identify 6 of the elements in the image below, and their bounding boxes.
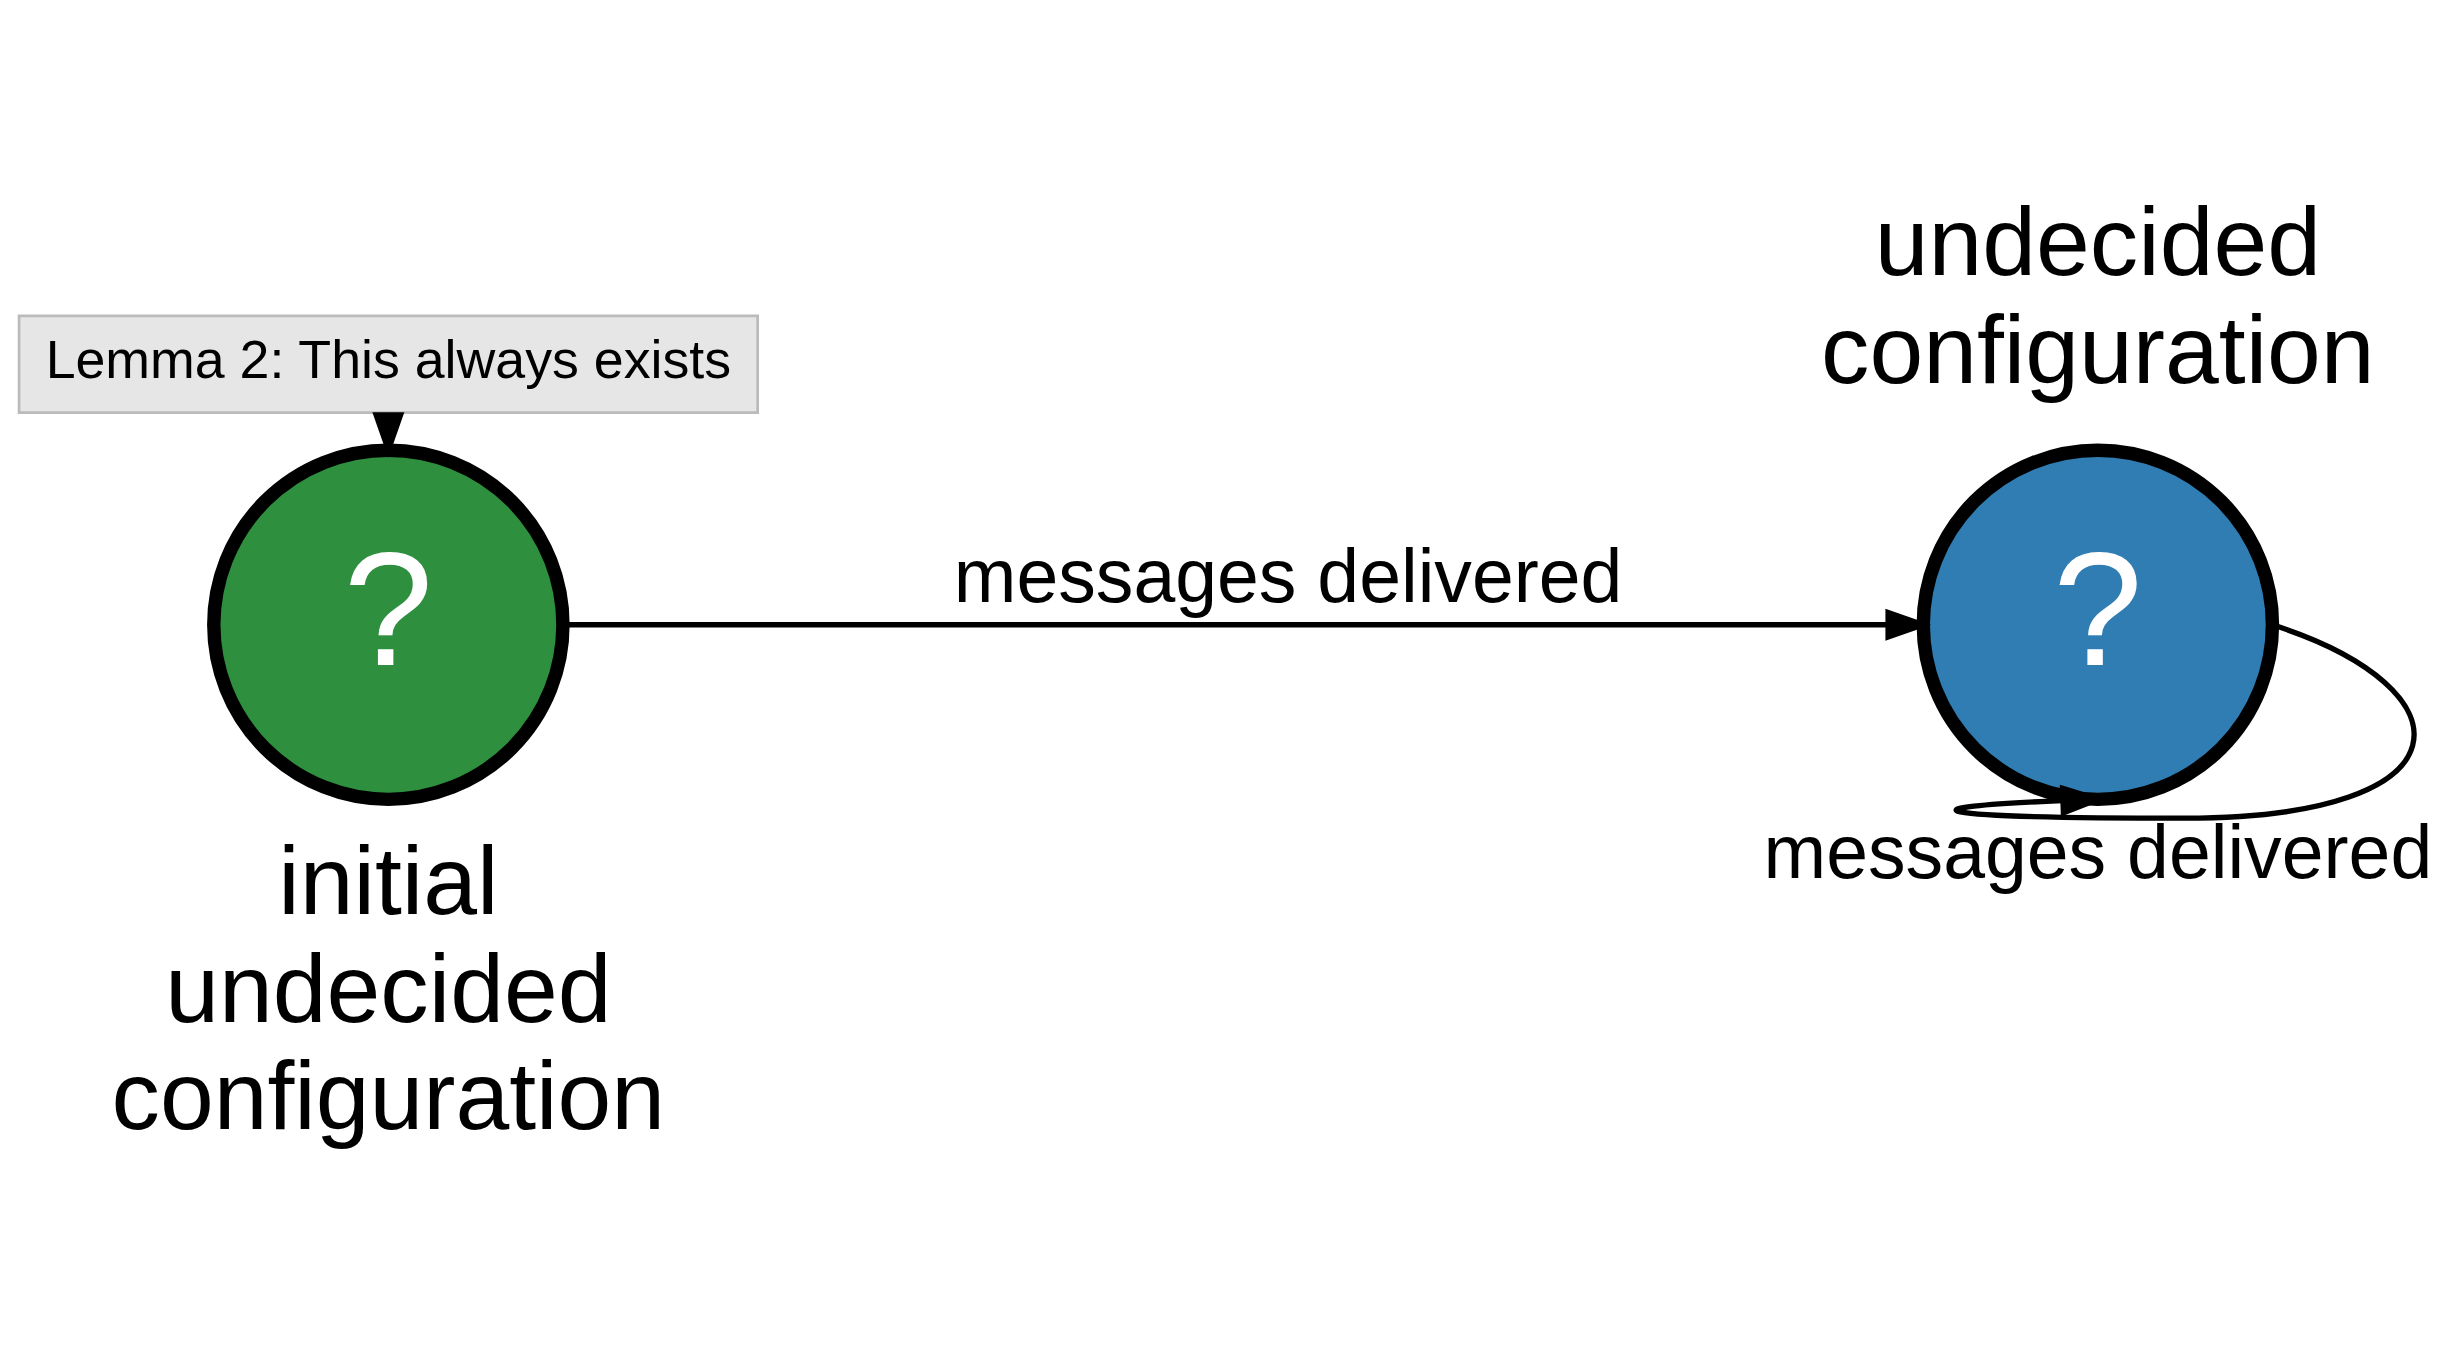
node-circle: ?: [1916, 443, 2280, 806]
node-label: undecided configuration: [1821, 186, 2375, 403]
node-label: initial undecided configuration: [111, 825, 666, 1149]
node-circle: ?: [207, 443, 570, 806]
edge-label: messages delivered: [1763, 809, 2433, 894]
edge-label: messages delivered: [953, 533, 1623, 618]
